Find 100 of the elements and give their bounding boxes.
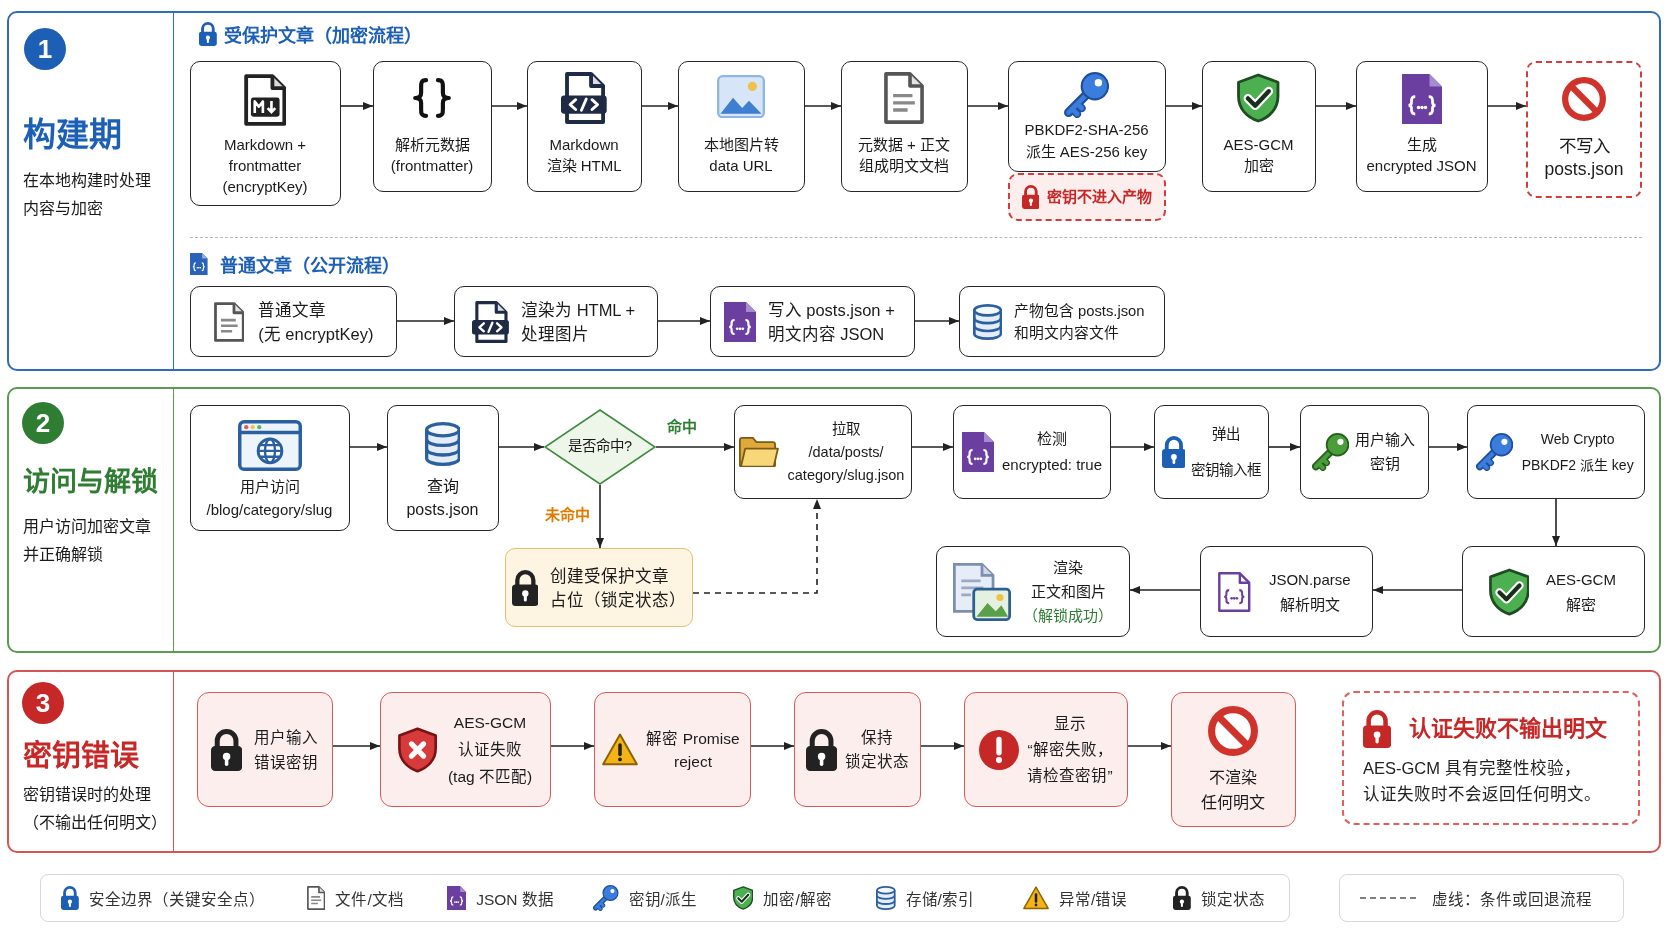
step-text: Markdown + frontmatter (encryptKey) (221, 134, 309, 197)
step-text: 渲染 (1053, 557, 1083, 578)
step-text: JSON.parse 解析明文 (1267, 569, 1352, 615)
section-subtitle: 用户访问加密文章并正确解锁 (23, 516, 152, 565)
arrow (1268, 443, 1301, 451)
legend-text: 异常/错误 (1059, 890, 1128, 909)
process-box (1467, 405, 1645, 499)
step-text: 用户输入密钥 (1354, 430, 1417, 474)
step-text: 弹出 (1212, 425, 1241, 444)
step-text: 产物包含 posts.json 和明文内容文件 (1013, 301, 1146, 343)
arrow (1127, 742, 1172, 750)
step-text: 生成 (1406, 134, 1437, 155)
process-box (1154, 405, 1269, 499)
arrow (1315, 102, 1357, 110)
process-box (678, 61, 805, 192)
arrow (911, 443, 954, 451)
arrow (967, 102, 1009, 110)
arrow (332, 742, 381, 750)
section-subtitle: 在本地构建时处理内容与加密 (23, 170, 152, 219)
arrow (1428, 443, 1468, 451)
step-text: (无 encryptKey) (258, 323, 374, 345)
step-text: 保持 (861, 727, 894, 748)
legend-text: 密钥/派生 (628, 890, 697, 909)
arrow (498, 443, 545, 451)
arrow (491, 102, 528, 110)
arrow (655, 443, 735, 451)
note-box (1342, 691, 1640, 825)
step-text: AES-GCM 解密 (1544, 569, 1617, 615)
process-box (1356, 61, 1488, 192)
arrow (804, 102, 842, 110)
error-box (794, 692, 921, 807)
step-text: 元数据 + 正文组成明文文档 (856, 134, 952, 176)
decision-diamond (544, 409, 656, 485)
process-box (710, 286, 915, 357)
section-title: 访问与解锁 (23, 466, 158, 499)
arrow (1552, 498, 1560, 547)
step-text: 密钥输入框 (1191, 461, 1262, 480)
note-text: AES-GCM 具有完整性校验，认证失败时不会返回任何明文。 (1363, 758, 1598, 805)
error-box (964, 692, 1128, 807)
step-text: Web Crypto PBKDF2 派生 key (1520, 430, 1635, 475)
step-text: 任何明文 (1201, 792, 1265, 813)
arrow (914, 317, 960, 325)
step-text: 正文和图片 (1030, 581, 1106, 602)
process-box (1008, 61, 1166, 172)
legend-text: 虚线：条件或回退流程 (1432, 890, 1592, 909)
section-panel (7, 11, 1661, 371)
process-box (190, 405, 350, 531)
section-title: 构建期 (23, 115, 122, 155)
question-text: 是否命中? (567, 437, 633, 457)
flow-heading: 受保护文章（加密流程） (223, 24, 422, 47)
step-text: 用户访问 /blog/category/slug (205, 476, 334, 520)
arrow (349, 443, 388, 451)
process-box (190, 286, 397, 357)
section-panel (7, 670, 1661, 853)
step-text: 查询 posts.json (405, 476, 480, 520)
step-text: 用户输入错误密钥 (252, 727, 319, 773)
step-text: （解锁成功） (1023, 605, 1113, 626)
legend-text: 加密/解密 (763, 890, 832, 909)
step-number: 1 (24, 28, 66, 70)
step-text: 显示 (1054, 713, 1086, 734)
step-number: 3 (22, 682, 64, 724)
step-text: 拉取 (832, 419, 860, 439)
process-box (373, 61, 492, 192)
process-box (953, 405, 1111, 499)
step-text: 解密 Promise reject (645, 728, 741, 772)
step-text: 锁定状态 (845, 751, 910, 772)
arrow (1110, 443, 1155, 451)
step-number: 2 (22, 402, 64, 444)
process-box (1300, 405, 1429, 499)
arrow (396, 317, 455, 325)
process-box (527, 61, 642, 192)
step-text: 不写入 posts.json (1543, 135, 1625, 181)
arrow (1129, 586, 1201, 594)
step-text: 本地图片转 data URL (702, 134, 780, 176)
process-box (387, 405, 499, 531)
process-box (190, 61, 341, 206)
arrow (750, 742, 795, 750)
process-box (841, 61, 968, 192)
arrow (657, 317, 711, 325)
step-text: 写入 posts.json + 明文内容 JSON (767, 299, 896, 345)
step-text: encrypted: true (1001, 455, 1103, 475)
warning-note (1008, 173, 1166, 221)
section-title: 密钥错误 (23, 739, 139, 774)
arrow (1165, 102, 1203, 110)
process-box (1200, 546, 1373, 637)
arrow (340, 102, 374, 110)
error-box (380, 692, 551, 807)
arrow (641, 102, 679, 110)
flow-heading: 普通文章（公开流程） (219, 254, 400, 277)
legend-text: 存储/索引 (905, 890, 974, 909)
step-text: AES-GCM 加密 (1222, 134, 1295, 176)
process-box (936, 546, 1130, 637)
arrow (596, 484, 604, 549)
step-text: PBKDF2-SHA-256 派生 AES-256 key (1023, 119, 1150, 162)
error-box (594, 692, 751, 807)
process-box (959, 286, 1165, 357)
arrow (550, 742, 595, 750)
step-text: /data/posts/ category/slug.json (786, 442, 906, 485)
legend-text: JSON 数据 (476, 890, 554, 909)
error-box (197, 692, 333, 807)
